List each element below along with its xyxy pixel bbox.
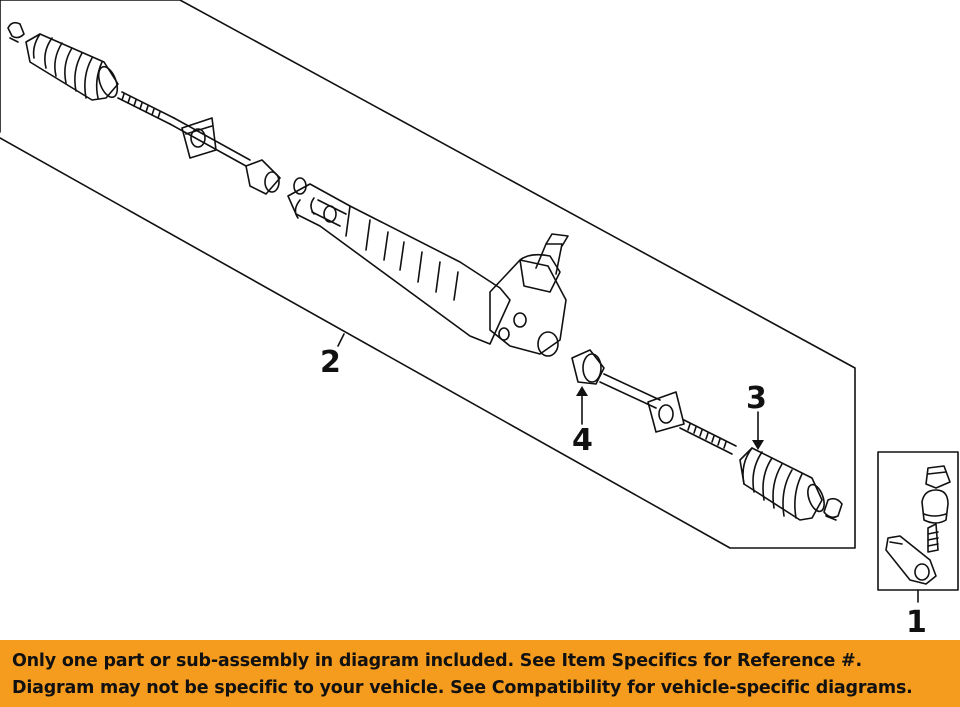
right-boot-clamp: [823, 497, 843, 521]
callout-3: 3: [746, 381, 767, 416]
pinion-housing: [489, 233, 569, 357]
left-tie-rod: [117, 91, 307, 195]
assembly-frame: [0, 0, 856, 549]
notice-line-2: Diagram may not be specific to your vehi…: [12, 678, 913, 698]
left-boot: [25, 33, 119, 101]
callout-1: 1: [906, 605, 927, 640]
tie-rod-end-frame: [877, 451, 959, 591]
left-boot-clamp: [7, 21, 25, 43]
inner-tie-rod: [571, 349, 737, 455]
right-boot: [739, 447, 825, 521]
parts-diagram: 2 3 4 1: [0, 0, 959, 640]
tie-rod-end: [885, 465, 951, 585]
callout-4: 4: [572, 423, 593, 458]
notice-banner: Only one part or sub-assembly in diagram…: [0, 640, 960, 707]
rack-housing: [287, 183, 511, 345]
callout-leader-2: [337, 333, 345, 347]
notice-line-1: Only one part or sub-assembly in diagram…: [12, 651, 862, 671]
callout-2: 2: [320, 345, 341, 380]
callout-arrow-4: [576, 386, 588, 396]
callout-arrow-3: [752, 440, 764, 450]
